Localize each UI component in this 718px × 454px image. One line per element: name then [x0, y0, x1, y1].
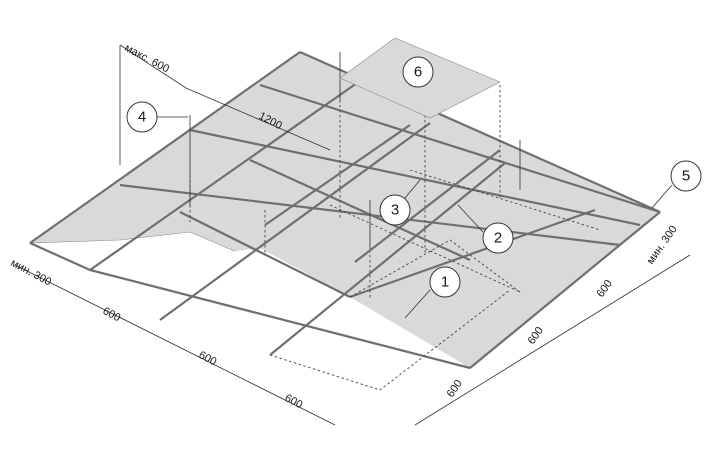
main-runners — [29, 51, 661, 369]
callout-2-label: 2 — [494, 230, 502, 247]
dim-left-600-a: 600 — [101, 305, 123, 324]
callout-2: 2 — [457, 204, 514, 254]
cross-runner-item — [264, 124, 411, 226]
callout-4: 4 — [126, 101, 188, 133]
callout-6: 6 — [402, 56, 434, 88]
main-runner-item — [354, 149, 501, 263]
callout-1-label: 1 — [441, 274, 449, 291]
callout-3: 3 — [379, 179, 421, 226]
dim-min-300-left: мин. 300 — [9, 257, 54, 288]
dim-right-600-c: 600 — [595, 278, 615, 300]
callout-4-label: 4 — [138, 109, 146, 126]
dashed-footprint — [189, 85, 601, 391]
dim-min-300-right: мин. 300 — [645, 224, 680, 267]
dim-right-600-b: 600 — [526, 325, 546, 347]
callout-3-label: 3 — [391, 202, 399, 219]
callout-5-label: 5 — [682, 168, 690, 185]
dimension-lines — [14, 44, 691, 426]
callout-1: 1 — [404, 266, 461, 319]
callout-6-label: 6 — [414, 64, 422, 81]
open-grid-area — [90, 248, 470, 380]
dim-max-600: макс. 600 — [123, 42, 172, 75]
hangers — [189, 52, 521, 250]
callout-5: 5 — [651, 160, 702, 209]
